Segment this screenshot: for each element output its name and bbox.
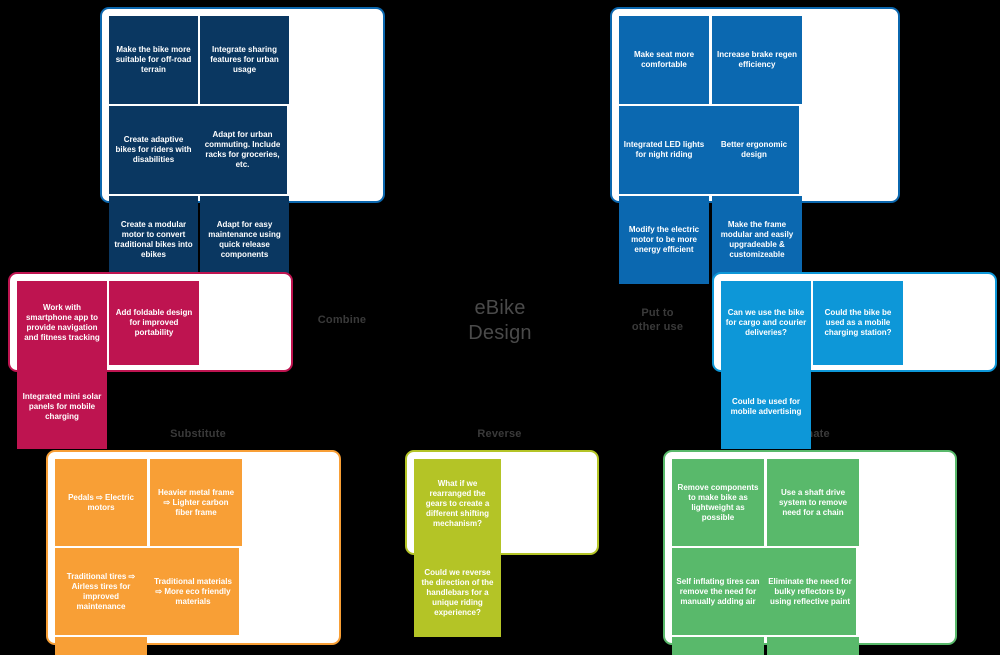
idea-card[interactable]: Adapt for easy maintenance using quick r… <box>200 196 289 284</box>
idea-card[interactable]: Create adaptive bikes for riders with di… <box>109 106 198 194</box>
idea-card[interactable]: Traditional materials ⇨ More eco friendl… <box>147 548 239 635</box>
section-label-substitute: Substitute <box>170 428 226 440</box>
idea-card-text: Use a shaft drive system to remove need … <box>778 487 848 517</box>
idea-card-text: Adapt for urban commuting. Include racks… <box>204 130 281 169</box>
idea-card[interactable]: Modify the electric motor to be more ene… <box>619 196 709 284</box>
idea-card[interactable]: Better ergonomic design <box>709 106 799 194</box>
idea-card-text: What if we rearranged the gears to creat… <box>425 478 490 528</box>
idea-card[interactable]: Create a modular motor to convert tradit… <box>109 196 198 284</box>
idea-card[interactable]: Use biometrics or phone apps to remove t… <box>767 637 859 655</box>
group-reverse: What if we rearranged the gears to creat… <box>405 450 599 637</box>
idea-card-text: Modify the electric motor to be more ene… <box>628 225 700 254</box>
idea-card[interactable]: Integrated LED lights for night riding <box>619 106 709 194</box>
idea-card-text: Eliminate the need for bulky reflectors … <box>768 576 852 606</box>
idea-card-text: Create adaptive bikes for riders with di… <box>115 135 192 164</box>
idea-card[interactable]: Remove components to make bike as lightw… <box>672 459 764 546</box>
idea-card[interactable]: Could be used for mobile advertising <box>721 365 811 449</box>
idea-card-text: Add foldable design for improved portabi… <box>115 308 193 337</box>
idea-card[interactable]: Can we use the bike for cargo and courie… <box>721 281 811 365</box>
group-put-to-other-use: Can we use the bike for cargo and courie… <box>712 272 997 449</box>
group-eliminate: Remove components to make bike as lightw… <box>663 450 957 655</box>
section-label-combine: Combine <box>317 314 367 326</box>
section-label-other-use: Put to other use <box>631 307 684 333</box>
idea-card-text: Work with smartphone app to provide navi… <box>24 303 100 342</box>
group-modify: Make seat more comfortable Increase brak… <box>610 7 900 284</box>
idea-card-text: Traditional materials ⇨ More eco friendl… <box>154 576 232 606</box>
idea-card[interactable]: Create a CVT to remove the need to manua… <box>672 637 764 655</box>
idea-card-text: Make seat more comfortable <box>633 50 695 69</box>
idea-card[interactable]: Integrated mini solar panels for mobile … <box>17 365 107 449</box>
idea-card[interactable]: Traditional springs ⇨ Air suspension for… <box>55 637 147 655</box>
section-label-reverse: Reverse <box>477 428 522 440</box>
idea-card[interactable]: Add foldable design for improved portabi… <box>109 281 199 365</box>
group-substitute: Pedals ⇨ Electric motors Heavier metal f… <box>46 450 341 655</box>
idea-card-text: Integrated mini solar panels for mobile … <box>22 392 102 421</box>
idea-card[interactable]: Adapt for urban commuting. Include racks… <box>198 106 287 194</box>
idea-card[interactable]: Integrate sharing features for urban usa… <box>200 16 289 104</box>
idea-card[interactable]: Could we reverse the direction of the ha… <box>414 548 501 637</box>
idea-card[interactable]: Heavier metal frame ⇨ Lighter carbon fib… <box>150 459 242 546</box>
idea-card-text: Integrate sharing features for urban usa… <box>210 45 279 74</box>
idea-card-text: Pedals ⇨ Electric motors <box>68 492 134 512</box>
idea-card[interactable]: Could the bike be used as a mobile charg… <box>813 281 903 365</box>
idea-card-text: Make the bike more suitable for off-road… <box>115 45 192 74</box>
group-combine: Work with smartphone app to provide navi… <box>8 272 293 449</box>
idea-card[interactable]: Pedals ⇨ Electric motors <box>55 459 147 546</box>
idea-card-empty <box>150 637 242 655</box>
idea-card[interactable]: What if we rearranged the gears to creat… <box>414 459 501 548</box>
group-adapt: Make the bike more suitable for off-road… <box>100 7 385 284</box>
idea-card-text: Make the frame modular and easily upgrad… <box>720 220 794 259</box>
idea-card[interactable]: Use a shaft drive system to remove need … <box>767 459 859 546</box>
idea-card[interactable]: Work with smartphone app to provide navi… <box>17 281 107 365</box>
idea-card-text: Remove components to make bike as lightw… <box>677 482 759 522</box>
idea-card-text: Increase brake regen efficiency <box>716 50 798 69</box>
idea-card-text: Could be used for mobile advertising <box>730 397 802 416</box>
idea-card-text: Better ergonomic design <box>720 140 788 159</box>
idea-card-text: Heavier metal frame ⇨ Lighter carbon fib… <box>157 487 235 517</box>
idea-card[interactable]: Make the frame modular and easily upgrad… <box>712 196 802 284</box>
idea-card[interactable]: Increase brake regen efficiency <box>712 16 802 104</box>
idea-card-text: Integrated LED lights for night riding <box>623 140 705 159</box>
idea-card[interactable]: Make the bike more suitable for off-road… <box>109 16 198 104</box>
idea-card-text: Could we reverse the direction of the ha… <box>421 567 494 617</box>
idea-card[interactable]: Traditional tires ⇨ Airless tires for im… <box>55 548 147 635</box>
idea-card[interactable]: Make seat more comfortable <box>619 16 709 104</box>
page-title: eBike Design <box>468 297 532 344</box>
idea-card-text: Can we use the bike for cargo and courie… <box>725 308 807 337</box>
idea-card-text: Could the bike be used as a mobile charg… <box>824 308 892 337</box>
idea-card-text: Traditional tires ⇨ Airless tires for im… <box>66 571 136 611</box>
idea-card-text: Create a modular motor to convert tradit… <box>114 220 193 259</box>
idea-card[interactable]: Self inflating tires can remove the need… <box>672 548 764 635</box>
idea-card-text: Self inflating tires can remove the need… <box>676 576 760 606</box>
idea-card[interactable]: Eliminate the need for bulky reflectors … <box>764 548 856 635</box>
idea-card-text: Adapt for easy maintenance using quick r… <box>208 220 281 259</box>
